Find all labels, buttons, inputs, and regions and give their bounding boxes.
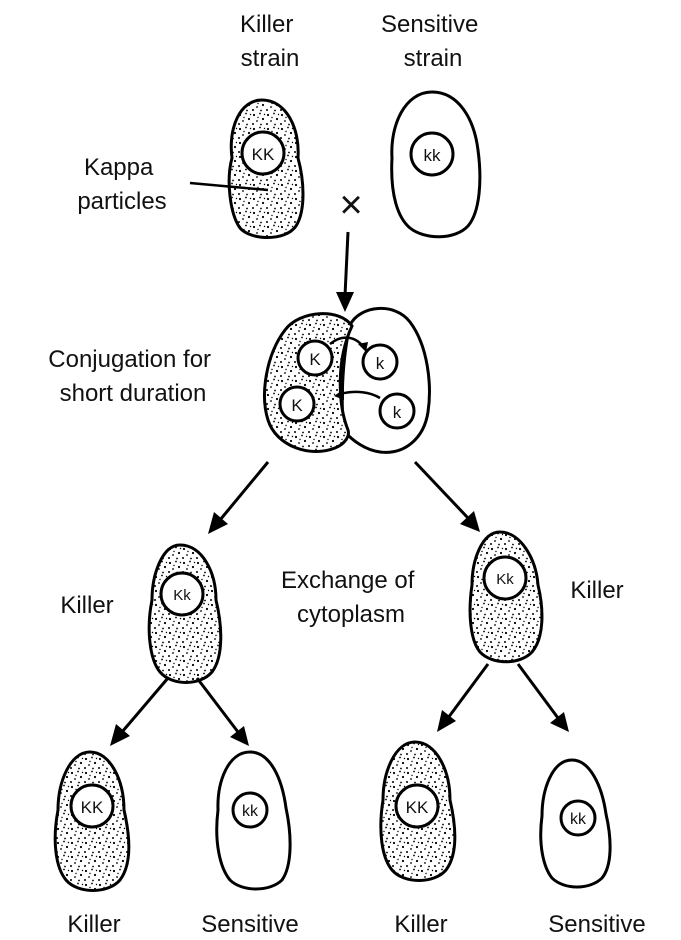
child-killer-right-label: Killer	[570, 577, 623, 604]
conjugating-sensitive-half	[342, 308, 429, 452]
arrow-gen2-3	[437, 664, 488, 732]
conjugation-label: Conjugation for short duration	[48, 346, 217, 407]
gen2-killer-1-cell: KK	[55, 752, 129, 891]
gen2-sensitive-2-label: Sensitive	[548, 911, 645, 938]
sensitive-strain-label: Sensitive strain	[381, 11, 485, 72]
conj-killer-genotype-1: K	[309, 350, 321, 369]
arrow-gen2-1	[110, 678, 168, 746]
killer-strain-label: Killer strain	[240, 11, 300, 72]
gen2-killer-1-label: Killer	[67, 911, 120, 938]
exchange-cytoplasm-label: Exchange of cytoplasm	[281, 567, 421, 628]
gen2-killer-2-label: Killer	[394, 911, 447, 938]
child-killer-right-cell: Kk	[470, 532, 542, 662]
conj-killer-genotype-2: K	[291, 396, 303, 415]
parent-killer-cell: KK	[229, 100, 303, 238]
arrow-to-right-child	[415, 462, 480, 532]
conj-sensitive-genotype-1: k	[376, 354, 385, 373]
child-killer-left-label: Killer	[60, 592, 113, 619]
conjugating-pair: K K k k	[265, 308, 430, 452]
child-killer-right-genotype: Kk	[496, 571, 514, 588]
kappa-particles-label: Kappa particles	[77, 154, 166, 215]
gen2-sensitive-1-cell: kk	[217, 752, 290, 889]
gen2-killer-2-cell: KK	[381, 742, 455, 881]
arrow-to-conjugation	[336, 232, 354, 312]
cross-symbol: ×	[339, 183, 362, 227]
parent-sensitive-genotype: kk	[424, 146, 442, 165]
conj-sensitive-genotype-2: k	[393, 403, 402, 422]
gen2-killer-2-genotype: KK	[406, 798, 429, 817]
arrow-to-left-child	[208, 462, 268, 534]
gen2-sensitive-1-label: Sensitive	[201, 911, 298, 938]
conjugating-killer-half	[265, 314, 352, 452]
parent-sensitive-cell: kk	[392, 92, 480, 237]
gen2-sensitive-2-cell: kk	[541, 760, 610, 887]
gen2-killer-1-genotype: KK	[81, 798, 104, 817]
child-killer-left-genotype: Kk	[173, 587, 191, 604]
parent-killer-genotype: KK	[252, 145, 275, 164]
child-killer-left-cell: Kk	[149, 545, 221, 683]
gen2-sensitive-2-genotype: kk	[570, 811, 587, 828]
gen2-sensitive-1-genotype: kk	[242, 803, 259, 820]
arrow-gen2-4	[518, 664, 569, 732]
arrow-gen2-2	[197, 678, 249, 746]
